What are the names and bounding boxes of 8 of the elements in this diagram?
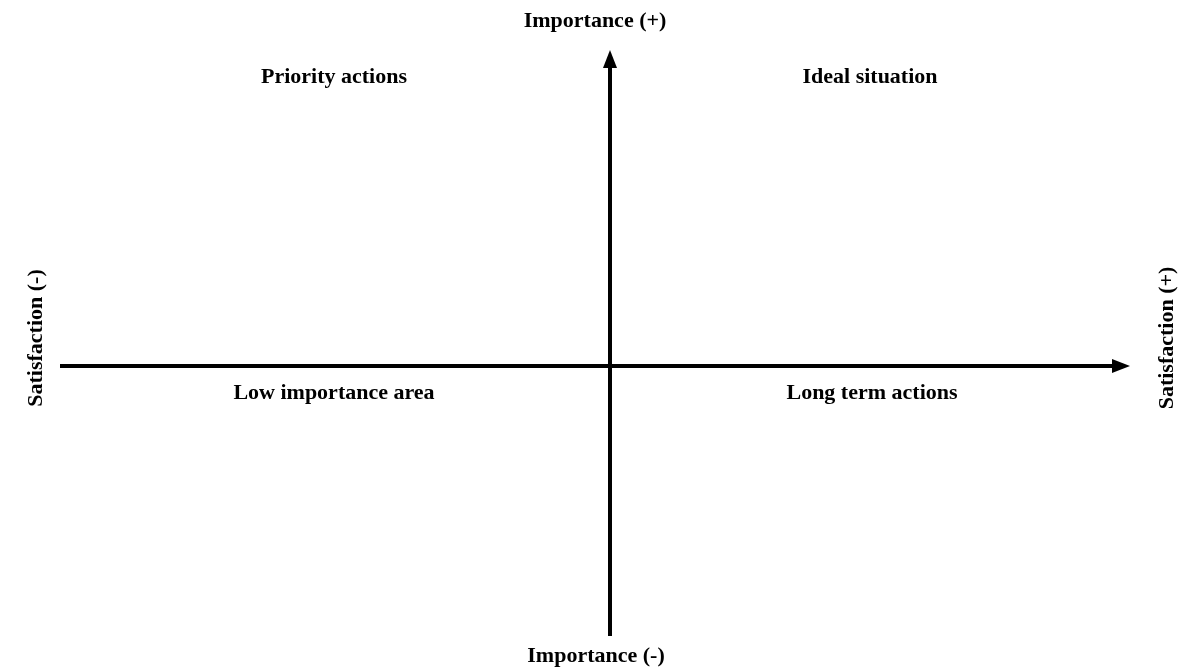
axis-label: Importance (+) (523, 7, 667, 33)
quadrant-label: Ideal situation (802, 63, 938, 89)
quadrant-label: Long term actions (786, 379, 958, 405)
axis-label: Satisfaction (+) (1153, 266, 1179, 410)
axis-label: Importance (-) (527, 642, 665, 668)
axis-label: Satisfaction (-) (22, 269, 48, 407)
quadrant-label: Priority actions (261, 63, 407, 89)
quadrant-label: Low importance area (233, 379, 435, 405)
